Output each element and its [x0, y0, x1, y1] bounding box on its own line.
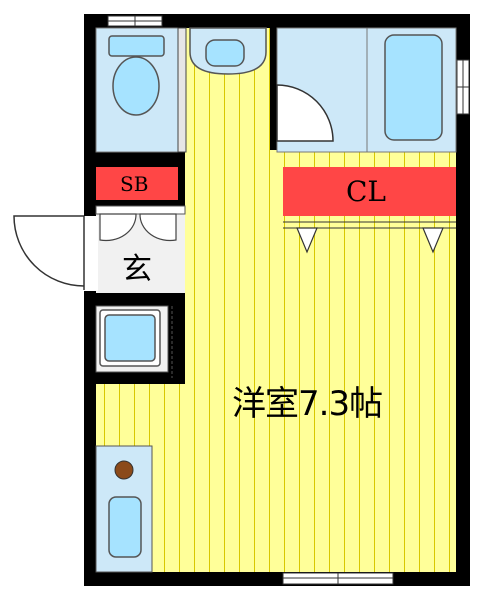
door-swing-icon	[276, 84, 334, 142]
closet-label: CL	[346, 175, 387, 208]
western-room-label: 洋室7.3帖	[232, 384, 383, 424]
door-swing-icon	[13, 215, 85, 290]
shoe-box-label: SB	[120, 172, 149, 196]
door-opening	[83, 216, 98, 291]
window-icon	[282, 572, 394, 585]
closet	[283, 167, 456, 216]
western-room-floor	[185, 150, 456, 572]
shoe-cabinet-door-icon	[99, 213, 177, 242]
entrance-label: 玄	[122, 252, 152, 287]
shoe-box	[96, 167, 178, 200]
stove-burner-icon	[114, 460, 134, 480]
washing-machine-icon	[99, 309, 161, 367]
window-icon	[456, 59, 470, 115]
closet-door-icon	[296, 227, 444, 254]
window-icon	[107, 15, 163, 27]
sink-icon	[189, 27, 267, 75]
bathtub-icon	[384, 34, 443, 141]
toilet-wall-strip	[177, 27, 187, 153]
toilet-icon	[108, 35, 165, 116]
entrance-step	[95, 205, 186, 215]
sink-icon	[108, 496, 142, 558]
